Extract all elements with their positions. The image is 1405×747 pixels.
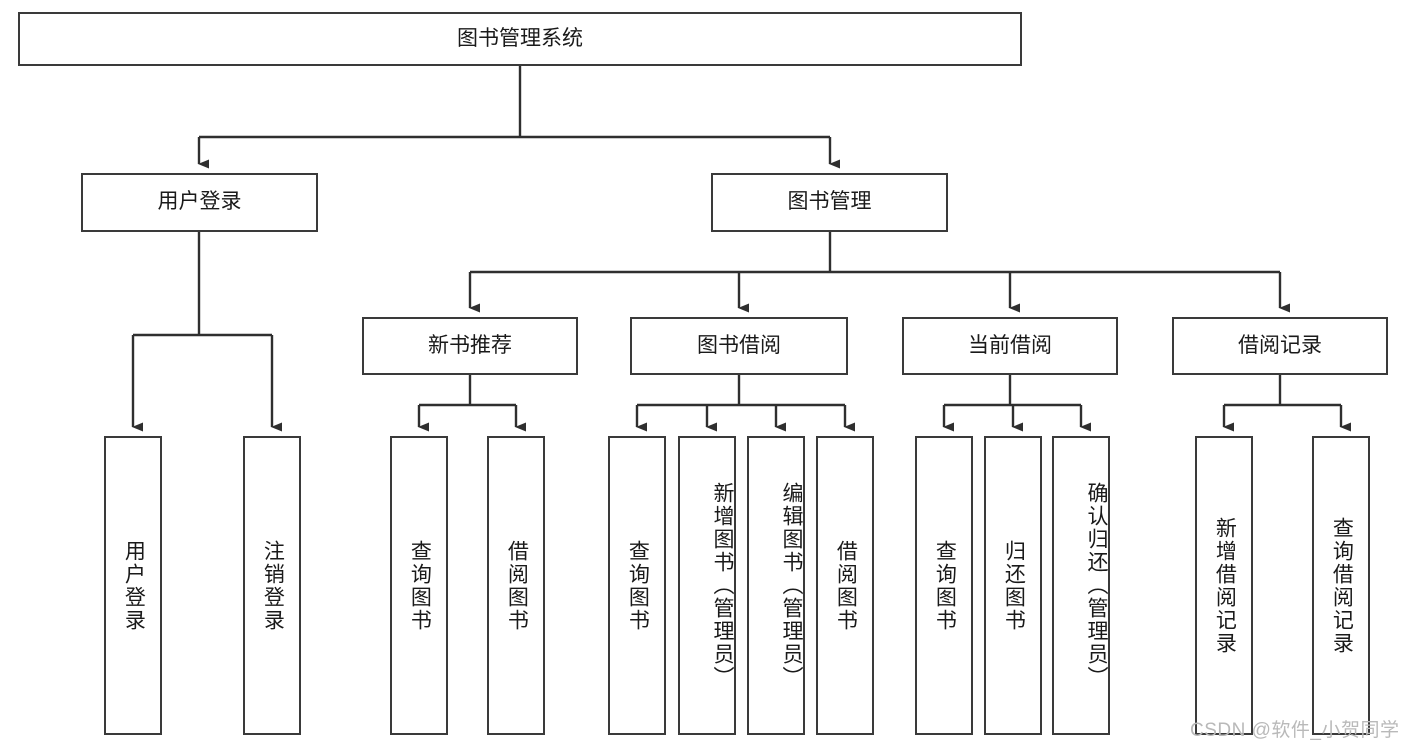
node-user-login[interactable]: 用户登录 xyxy=(81,173,318,232)
node-current-borrow-label: 当前借阅 xyxy=(968,333,1052,357)
node-leaf-query-book-2-label: 查询图书 xyxy=(626,539,650,632)
node-leaf-query-book-2[interactable]: 查询图书 xyxy=(608,436,666,735)
node-current-borrow[interactable]: 当前借阅 xyxy=(902,317,1118,375)
node-leaf-add-book-label: 新增图书（管理员） xyxy=(711,482,734,689)
node-borrow-record-label: 借阅记录 xyxy=(1238,333,1322,357)
node-book-manage-label: 图书管理 xyxy=(787,190,872,214)
node-root[interactable]: 图书管理系统 xyxy=(18,12,1022,66)
node-leaf-edit-book-label: 编辑图书（管理员） xyxy=(780,482,803,689)
node-leaf-borrow-book-2[interactable]: 借阅图书 xyxy=(816,436,874,735)
node-leaf-query-book-1-label: 查询图书 xyxy=(408,539,432,632)
node-leaf-user-login-label: 用户登录 xyxy=(122,539,146,632)
node-leaf-query-record[interactable]: 查询借阅记录 xyxy=(1312,436,1370,735)
node-leaf-query-book-1[interactable]: 查询图书 xyxy=(390,436,448,735)
node-leaf-add-record-label: 新增借阅记录 xyxy=(1213,516,1237,655)
node-book-borrow[interactable]: 图书借阅 xyxy=(630,317,848,375)
node-user-login-label: 用户登录 xyxy=(157,190,242,214)
node-leaf-query-record-label: 查询借阅记录 xyxy=(1330,516,1354,655)
node-leaf-return-book-label: 归还图书 xyxy=(1002,539,1026,632)
node-leaf-add-record[interactable]: 新增借阅记录 xyxy=(1195,436,1253,735)
node-leaf-confirm-return[interactable]: 确认归还（管理员） xyxy=(1052,436,1110,735)
node-leaf-borrow-book-1[interactable]: 借阅图书 xyxy=(487,436,545,735)
node-leaf-logout-label: 注销登录 xyxy=(261,539,285,632)
watermark: CSDN @软件_小贺同学 xyxy=(1190,720,1400,741)
node-leaf-query-book-3[interactable]: 查询图书 xyxy=(915,436,973,735)
node-leaf-query-book-3-label: 查询图书 xyxy=(933,539,957,632)
node-book-manage[interactable]: 图书管理 xyxy=(711,173,948,232)
node-leaf-user-login[interactable]: 用户登录 xyxy=(104,436,162,735)
node-leaf-edit-book[interactable]: 编辑图书（管理员） xyxy=(747,436,805,735)
node-leaf-add-book[interactable]: 新增图书（管理员） xyxy=(678,436,736,735)
node-leaf-logout[interactable]: 注销登录 xyxy=(243,436,301,735)
node-new-book-rec[interactable]: 新书推荐 xyxy=(362,317,578,375)
node-borrow-record[interactable]: 借阅记录 xyxy=(1172,317,1388,375)
node-new-book-rec-label: 新书推荐 xyxy=(428,333,512,357)
node-book-borrow-label: 图书借阅 xyxy=(697,333,781,357)
node-leaf-borrow-book-1-label: 借阅图书 xyxy=(505,539,529,632)
node-leaf-confirm-return-label: 确认归还（管理员） xyxy=(1085,482,1108,689)
node-root-label: 图书管理系统 xyxy=(457,26,583,50)
node-leaf-return-book[interactable]: 归还图书 xyxy=(984,436,1042,735)
node-leaf-borrow-book-2-label: 借阅图书 xyxy=(834,539,858,632)
